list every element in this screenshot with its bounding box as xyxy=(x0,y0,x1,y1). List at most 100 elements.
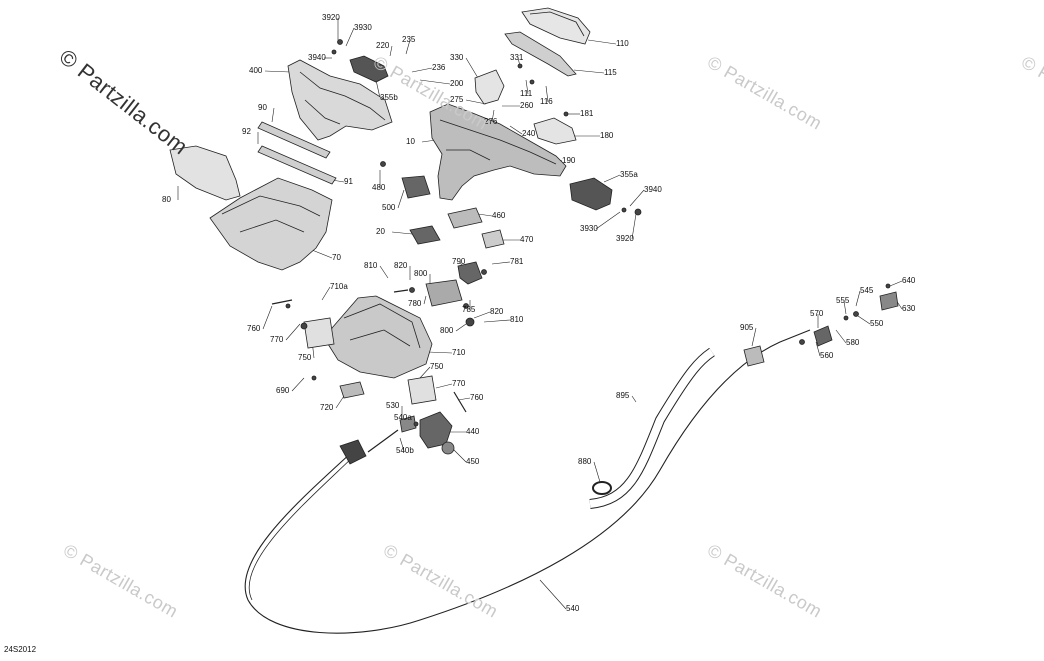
callout-label-3940a: 3940 xyxy=(308,53,326,62)
callout-label-750b: 750 xyxy=(430,362,444,371)
leader-line-780 xyxy=(423,295,427,305)
part-355a-grip xyxy=(569,177,613,211)
leader-line-710 xyxy=(427,351,453,354)
callout-label-181: 181 xyxy=(580,109,594,118)
callout-label-820b: 820 xyxy=(490,307,504,316)
callout-label-780: 780 xyxy=(408,299,422,308)
callout-label-355a: 355a xyxy=(620,170,638,179)
leader-line-750b xyxy=(419,366,431,379)
callout-label-555: 555 xyxy=(836,296,850,305)
callout-label-760b: 760 xyxy=(470,393,484,402)
leader-line-770a xyxy=(285,323,301,341)
leader-line-760a xyxy=(262,305,273,330)
callout-label-540: 540 xyxy=(566,604,580,613)
part-20 xyxy=(409,225,441,245)
part-80-cover xyxy=(169,145,241,201)
leader-line-555 xyxy=(843,300,847,315)
part-905 xyxy=(743,345,765,367)
leader-line-275 xyxy=(465,99,487,105)
leader-line-111 xyxy=(525,79,529,95)
leader-line-3920b xyxy=(631,213,637,240)
leader-line-236 xyxy=(411,67,433,73)
callout-label-236: 236 xyxy=(432,63,446,72)
callout-label-800b: 800 xyxy=(440,326,454,335)
part-180-cover xyxy=(533,117,577,145)
part-70-console xyxy=(209,177,333,271)
leader-line-760b xyxy=(457,397,471,401)
callout-label-275: 275 xyxy=(450,95,464,104)
callout-label-720: 720 xyxy=(320,403,334,412)
callout-label-750a: 750 xyxy=(298,353,312,362)
part-630 xyxy=(879,291,899,311)
callout-label-570: 570 xyxy=(810,309,824,318)
callout-label-790: 790 xyxy=(452,257,466,266)
callout-label-450: 450 xyxy=(466,457,480,466)
leader-line-580 xyxy=(835,329,847,344)
callout-label-400: 400 xyxy=(249,66,263,75)
callout-label-710a: 710a xyxy=(330,282,348,291)
leader-line-400 xyxy=(264,70,291,73)
callout-label-10: 10 xyxy=(406,137,415,146)
leader-line-710a xyxy=(321,286,331,301)
leader-line-460 xyxy=(477,213,493,217)
leader-line-545 xyxy=(855,290,861,307)
callout-label-540b: 540b xyxy=(396,446,414,455)
callout-label-355b: 355b xyxy=(380,93,398,102)
leader-line-355a xyxy=(603,174,621,183)
callout-label-800a: 800 xyxy=(414,269,428,278)
callout-label-820a: 820 xyxy=(394,261,408,270)
callout-label-3920a: 3920 xyxy=(322,13,340,22)
callout-label-90: 90 xyxy=(258,103,267,112)
callout-label-545: 545 xyxy=(860,286,874,295)
leader-line-770b xyxy=(435,383,453,389)
callout-label-480: 480 xyxy=(372,183,386,192)
callout-label-710: 710 xyxy=(452,348,466,357)
leader-line-355b xyxy=(375,79,381,99)
part-460 xyxy=(447,207,483,229)
part-500 xyxy=(401,175,431,199)
leader-line-800b xyxy=(455,323,467,332)
callout-label-530: 530 xyxy=(386,401,400,410)
part-710-housing xyxy=(327,295,433,379)
leader-line-810a xyxy=(379,265,389,279)
part-400-cover xyxy=(287,59,393,141)
part-750-a xyxy=(303,317,335,349)
callout-label-3940b: 3940 xyxy=(644,185,662,194)
leader-line-560 xyxy=(815,341,821,357)
leader-line-116 xyxy=(545,85,549,103)
part-540-cable xyxy=(244,329,811,634)
part-780 xyxy=(425,279,463,307)
bolts xyxy=(271,289,467,453)
callout-label-276: 276 xyxy=(484,117,498,126)
callout-label-810a: 810 xyxy=(364,261,378,270)
part-750-b xyxy=(407,375,437,405)
callout-label-200: 200 xyxy=(450,79,464,88)
callout-label-331: 331 xyxy=(510,53,524,62)
leader-line-330 xyxy=(465,57,479,79)
leader-line-276 xyxy=(491,109,495,123)
leader-line-781 xyxy=(491,261,511,265)
part-91-strip xyxy=(257,145,337,185)
part-450 xyxy=(441,441,455,455)
callout-label-260: 260 xyxy=(520,101,534,110)
part-470 xyxy=(481,229,505,249)
callout-label-895: 895 xyxy=(616,391,630,400)
callout-label-580: 580 xyxy=(846,338,860,347)
callout-label-905: 905 xyxy=(740,323,754,332)
leader-lines xyxy=(177,18,903,610)
leader-line-110 xyxy=(587,39,617,45)
leader-line-115 xyxy=(573,69,605,74)
callout-label-640: 640 xyxy=(902,276,916,285)
leader-line-240 xyxy=(509,125,523,135)
leader-line-3940b xyxy=(629,189,645,207)
part-110-cover xyxy=(521,7,591,45)
leader-line-720 xyxy=(335,395,345,409)
leader-line-3930a xyxy=(345,27,355,47)
part-330-cover xyxy=(474,69,505,105)
callout-label-690: 690 xyxy=(276,386,290,395)
leader-line-640 xyxy=(889,280,903,287)
callout-label-460: 460 xyxy=(492,211,506,220)
leader-line-450 xyxy=(451,447,467,463)
callout-label-111: 111 xyxy=(520,89,533,98)
leader-line-90 xyxy=(271,107,275,123)
